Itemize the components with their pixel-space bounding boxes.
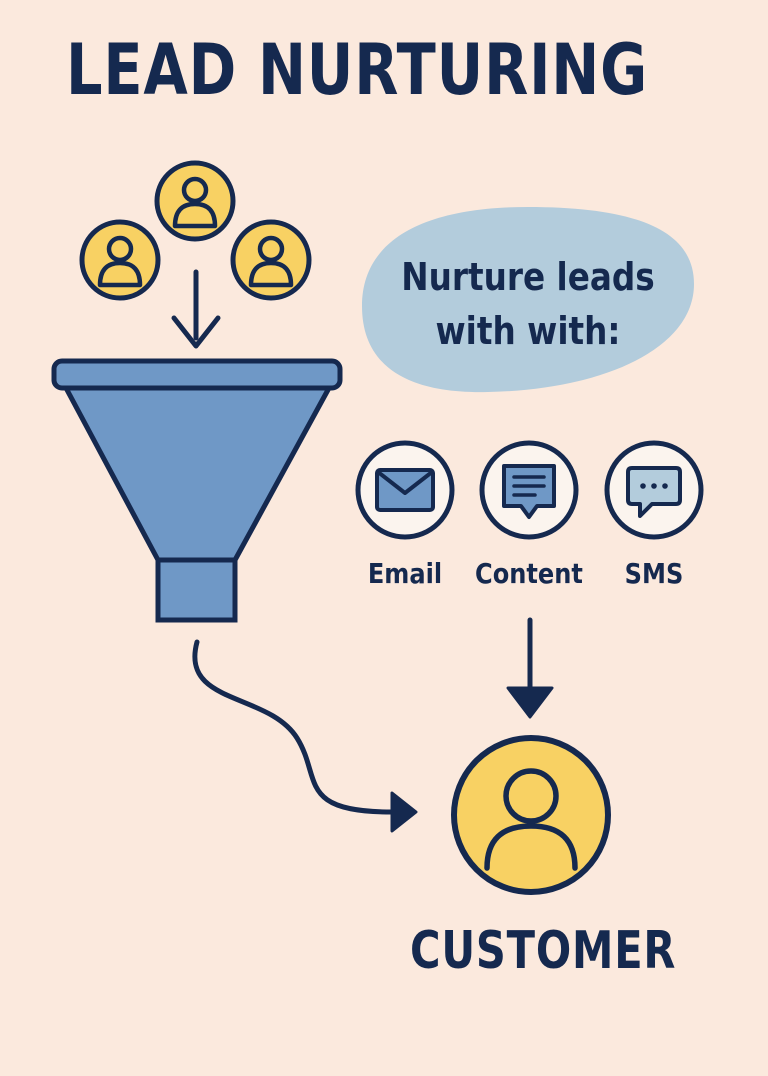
lead-person-icon-top: [154, 160, 236, 242]
customer-label: CUSTOMER: [410, 921, 677, 981]
sms-label: SMS: [624, 557, 684, 590]
lead-person-icon-left: [79, 219, 161, 301]
content-channel-icon: [479, 440, 579, 540]
bubble-line-2: with with:: [435, 309, 621, 353]
funnel-icon: [51, 358, 343, 623]
customer-person-icon: [451, 735, 611, 895]
funnel-to-customer-path: [192, 639, 418, 833]
bubble-line-1: Nurture leads: [401, 255, 655, 299]
page-title: LEAD NURTURING: [66, 29, 649, 111]
bubble-text: Nurture leads with with:: [385, 250, 671, 358]
content-label: Content: [475, 557, 583, 590]
nurture-speech-bubble: [362, 207, 694, 393]
arrow-into-funnel: [171, 269, 221, 349]
email-channel-icon: [355, 440, 455, 540]
arrow-to-customer: [506, 617, 554, 719]
sms-channel-icon: [604, 440, 704, 540]
email-label: Email: [367, 557, 443, 590]
lead-person-icon-right: [230, 219, 312, 301]
